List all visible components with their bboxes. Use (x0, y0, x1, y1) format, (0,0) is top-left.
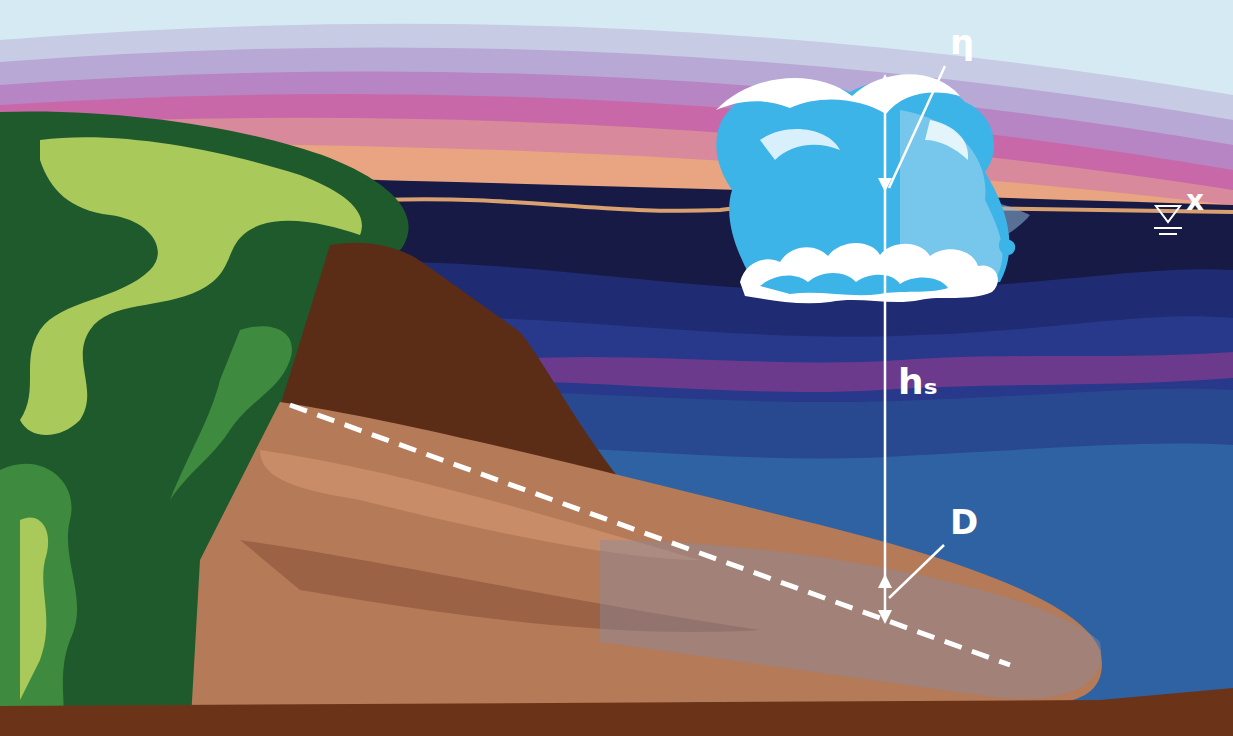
seabed (0, 688, 1233, 736)
wave-foam-inner (760, 273, 948, 295)
slip-plane (290, 405, 1010, 665)
wave-swirl (925, 120, 968, 160)
cliff-grass (20, 517, 48, 700)
wave-foam (740, 243, 998, 303)
wave-spray (999, 239, 1015, 255)
wave-crest (716, 74, 960, 114)
water-level-symbol (1159, 233, 1177, 235)
arrowhead (878, 574, 892, 588)
wave-swirl (760, 129, 840, 160)
sky-band (0, 94, 1233, 736)
cliff-grass (0, 464, 77, 736)
sky-band (0, 47, 1233, 736)
water-level-symbol (1156, 206, 1180, 222)
water-level-symbol (1154, 227, 1182, 229)
landslide-tongue (600, 540, 1101, 699)
sky-band (0, 72, 1233, 736)
arrowhead (878, 610, 892, 624)
arrowhead (878, 74, 892, 88)
axis-label: x (1186, 186, 1204, 217)
wave-height-label: η (950, 24, 974, 61)
dimension-line (884, 82, 887, 616)
leader-line (889, 66, 945, 188)
thickness-label: D (950, 504, 978, 541)
landslide-body (190, 402, 1102, 736)
ocean-streak (450, 352, 1233, 392)
sky-band (0, 24, 1233, 736)
depth-label: hₛ (898, 362, 937, 402)
leader-line (889, 545, 944, 598)
